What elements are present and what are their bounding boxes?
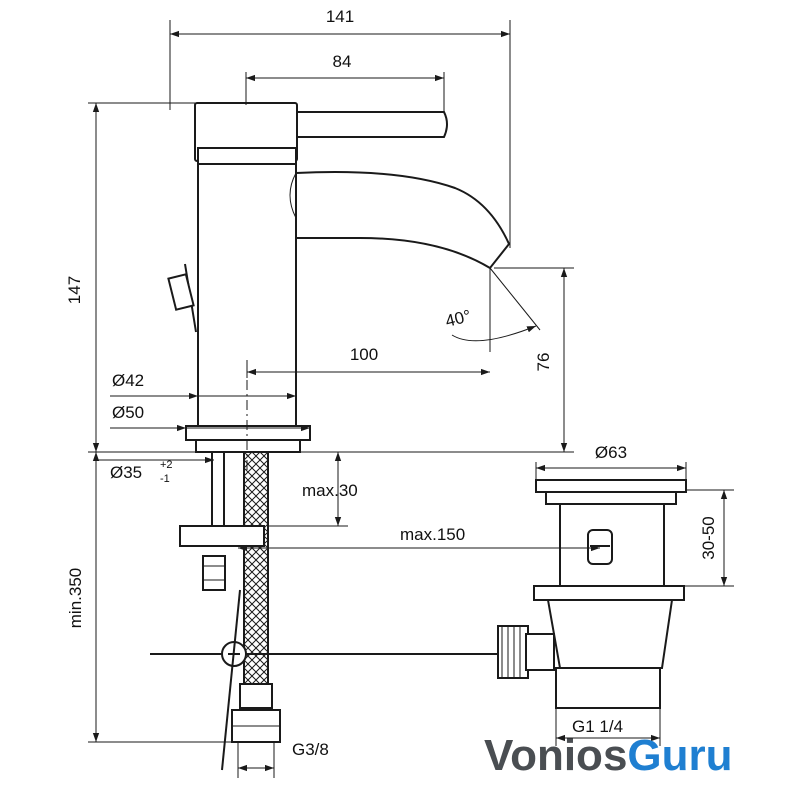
svg-text:VoniosGuru: VoniosGuru bbox=[484, 731, 733, 780]
dim-waste-diameter: Ø63 bbox=[595, 443, 627, 462]
dim-waste-height: 30-50 bbox=[699, 516, 718, 559]
faucet-body bbox=[167, 102, 511, 453]
logo-text-part1: Vonios bbox=[484, 731, 627, 780]
dim-hole-tolerance-minus: -1 bbox=[160, 473, 170, 485]
dim-body-diameter-large: Ø50 bbox=[112, 403, 144, 422]
dim-min-hose-length: min.350 bbox=[66, 568, 85, 628]
dimension-lines bbox=[88, 20, 734, 778]
dim-waste-offset: max.150 bbox=[400, 525, 465, 544]
brand-logo: VoniosGuru bbox=[484, 731, 733, 780]
logo-text-part2: Guru bbox=[627, 731, 732, 780]
dim-waste-thread: G1 1/4 bbox=[572, 717, 623, 736]
dim-spout-reach: 100 bbox=[350, 345, 378, 364]
dim-hole-diameter: Ø35 bbox=[110, 463, 142, 482]
dim-total-width: 141 bbox=[326, 7, 354, 26]
dim-spout-angle: 40° bbox=[443, 306, 473, 331]
dim-inlet-thread: G3/8 bbox=[292, 740, 329, 759]
dim-height: 147 bbox=[65, 276, 84, 304]
dim-body-diameter-small: Ø42 bbox=[112, 371, 144, 390]
mounting-assembly bbox=[150, 451, 498, 771]
dim-spout-clearance: 76 bbox=[534, 353, 553, 372]
dim-lever-length: 84 bbox=[333, 52, 352, 71]
waste-valve bbox=[497, 479, 687, 709]
dim-deck-thickness: max.30 bbox=[302, 481, 358, 500]
dim-hole-tolerance-plus: +2 bbox=[160, 459, 173, 471]
